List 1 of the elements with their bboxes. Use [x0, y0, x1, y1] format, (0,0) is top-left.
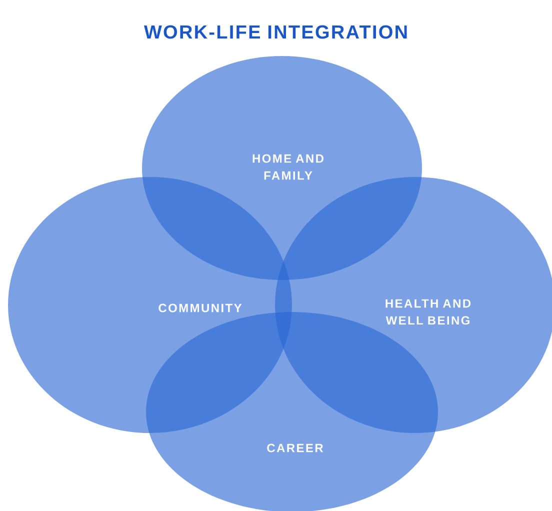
- title: WORK-LIFE INTEGRATION: [144, 25, 407, 39]
